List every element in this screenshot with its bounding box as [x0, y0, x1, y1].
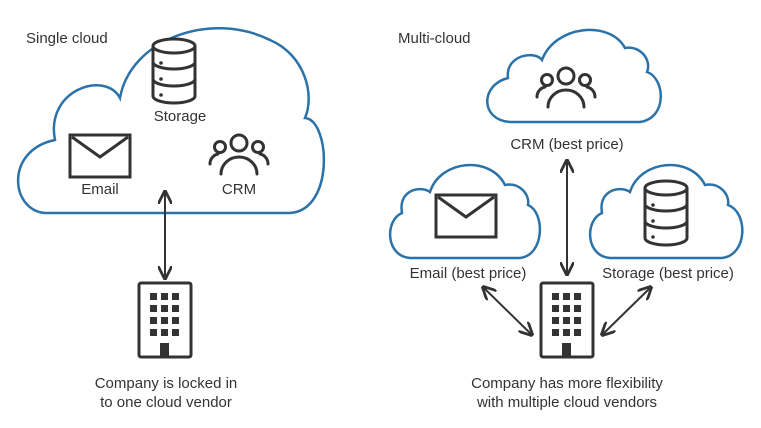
storage-connection-arrow — [603, 288, 650, 334]
envelope-icon — [68, 133, 132, 179]
users-group-icon — [208, 133, 270, 176]
storage-cloud-outline — [588, 163, 744, 260]
multi-office-building-icon — [539, 281, 595, 359]
single-caption-line1: Company is locked in — [94, 375, 238, 392]
crm-best-price-label: CRM (best price) — [510, 136, 624, 153]
multi-caption-line1: Company has more flexibility — [471, 375, 663, 392]
database-icon — [151, 37, 197, 105]
multi-caption: Company has more flexibility with multip… — [471, 374, 663, 412]
single-caption-line2: to one cloud vendor — [100, 394, 232, 411]
storage-label: Storage — [153, 108, 207, 125]
email-connection-arrow — [484, 288, 531, 334]
single-caption: Company is locked in to one cloud vendor — [95, 374, 238, 412]
email-best-price-label: Email (best price) — [409, 265, 527, 282]
crm-label: CRM — [221, 181, 257, 198]
email-envelope-icon — [434, 193, 498, 239]
storage-best-price-label: Storage (best price) — [602, 265, 734, 282]
multi-cloud-title: Multi-cloud — [398, 30, 471, 47]
email-cloud-outline — [388, 163, 541, 260]
crm-cloud-outline — [486, 28, 662, 124]
single-cloud-title: Single cloud — [26, 30, 108, 47]
email-label: Email — [81, 181, 119, 198]
crm-users-icon — [535, 66, 597, 109]
storage-database-icon — [643, 179, 689, 247]
office-building-icon — [137, 281, 193, 359]
multi-caption-line2: with multiple cloud vendors — [476, 394, 658, 411]
